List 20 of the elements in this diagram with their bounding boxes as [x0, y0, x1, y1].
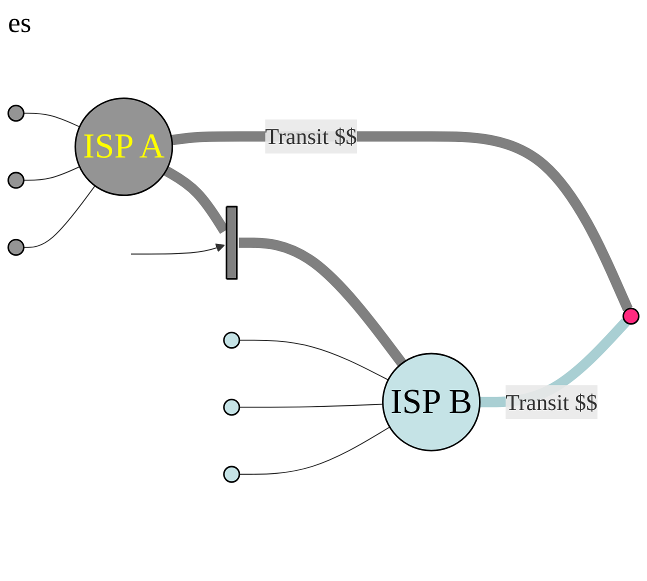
node-circle: [223, 466, 240, 484]
note-text: es: [8, 8, 32, 40]
connector: [24, 166, 80, 182]
connector: [239, 340, 388, 381]
connector: [239, 404, 383, 408]
connector: [171, 132, 633, 312]
edge-label: Transit $$: [265, 124, 358, 150]
connector: [24, 186, 96, 248]
node-circle: [223, 332, 240, 350]
node-circle: [7, 105, 24, 122]
connector: [24, 113, 80, 128]
connector: [238, 238, 406, 367]
edge-label: Transit $$: [506, 390, 598, 416]
connector: [239, 426, 390, 476]
node-circle: [7, 172, 24, 190]
node-circle: ISP A: [74, 98, 174, 196]
node-circle: [223, 399, 240, 416]
node-circle: [622, 308, 640, 326]
node-circle: [7, 239, 24, 256]
node-circle: ISP B: [382, 353, 481, 452]
